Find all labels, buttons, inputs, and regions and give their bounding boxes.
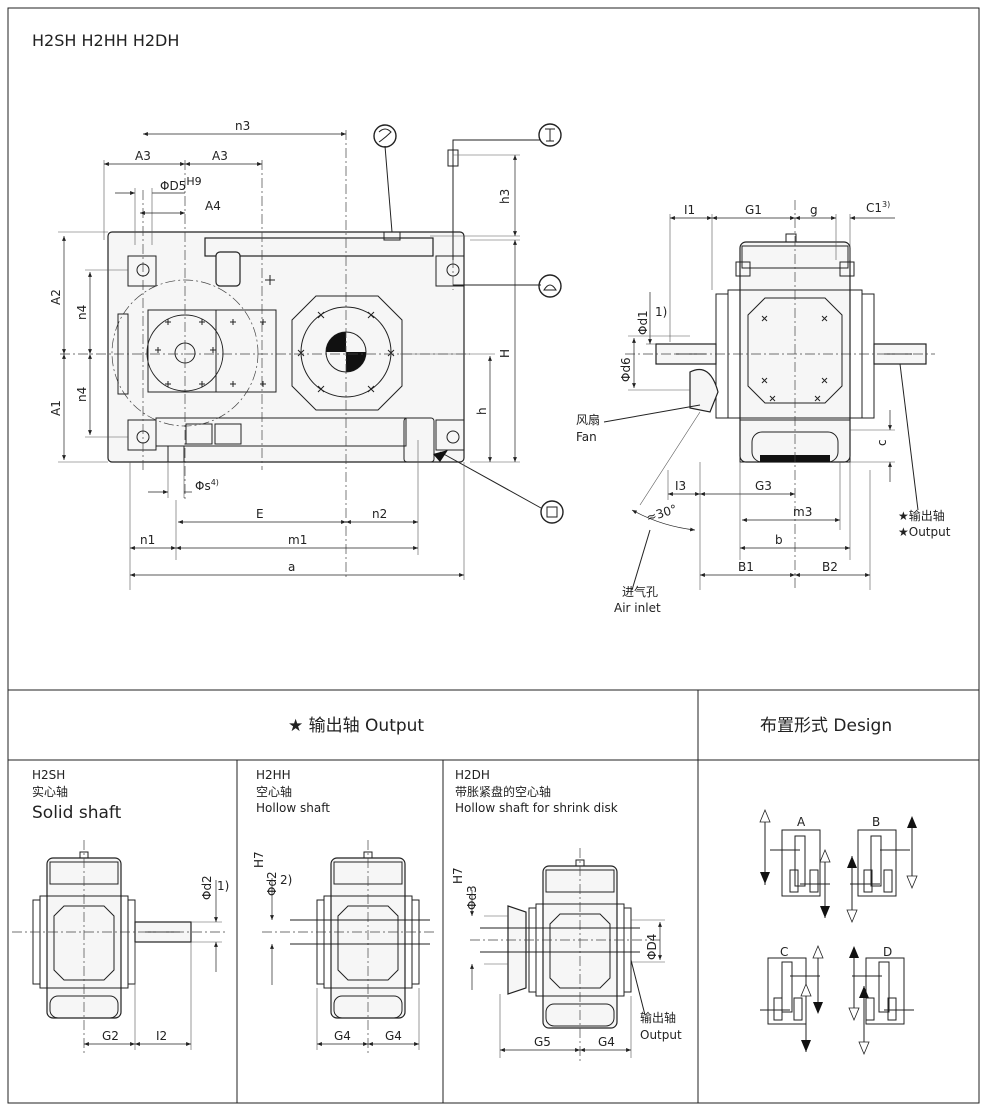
dim-n4-upper: n4: [75, 305, 89, 320]
dim-B2: B2: [822, 560, 838, 574]
dim-B1: B1: [738, 560, 754, 574]
dim-A3-left: A3: [135, 149, 151, 163]
design-c-label: C: [780, 945, 788, 959]
h2hh-d2-note: 2): [280, 873, 292, 887]
h2dh-d3: Φd3: [465, 885, 479, 910]
h2dh-en: Hollow shaft for shrink disk: [455, 801, 618, 815]
h2hh-G4-left: G4: [334, 1029, 351, 1043]
variant-h2hh: H2HH 空心轴 Hollow shaft H7 Φd2 2) G4 G4: [252, 768, 435, 1055]
dim-n2: n2: [372, 507, 387, 521]
air-inlet-label-cn: 进气孔: [622, 584, 658, 599]
output-label-cn: ★输出轴: [898, 508, 945, 523]
design-arrangements: A B: [759, 808, 918, 1056]
dim-h3: h3: [498, 189, 512, 204]
variant-h2sh: H2SH 实心轴 Solid shaft Φd2 1) G2 I2: [12, 768, 229, 1055]
h2dh-code: H2DH: [455, 768, 490, 782]
dim-d1-note: 1): [655, 305, 667, 319]
h2hh-G4-right: G4: [385, 1029, 402, 1043]
breather-icon: [373, 124, 397, 148]
design-a-label: A: [797, 815, 806, 829]
h2sh-code: H2SH: [32, 768, 65, 782]
h2sh-cn: 实心轴: [32, 784, 68, 799]
dim-E: E: [256, 507, 264, 521]
design-a: A: [759, 808, 831, 918]
output-label-en: ★Output: [898, 525, 951, 539]
h2hh-d2: Φd2: [265, 871, 279, 896]
design-b-label: B: [872, 815, 880, 829]
front-housing: [107, 231, 465, 463]
dim-m1: m1: [288, 533, 307, 547]
dim-h: h: [475, 407, 489, 415]
dim-I3: I3: [675, 479, 686, 493]
h2sh-en: Solid shaft: [32, 803, 122, 823]
h2dh-G5: G5: [534, 1035, 551, 1049]
dim-C1: C13): [866, 200, 890, 215]
output-header: ★ 输出轴 Output: [288, 716, 424, 736]
h2dh-G4: G4: [598, 1035, 615, 1049]
h2dh-D4: ΦD4: [645, 934, 659, 960]
design-b: B: [846, 815, 918, 924]
outer-frame: [7, 7, 980, 1104]
h2sh-G2: G2: [102, 1029, 119, 1043]
oil-level-icon: [538, 123, 562, 147]
dim-d1: Φd1: [636, 310, 650, 335]
dim-A1: A1: [49, 400, 63, 416]
dim-A3-right: A3: [212, 149, 228, 163]
h2dh-cn: 带胀紧盘的空心轴: [455, 784, 551, 799]
dim-c: c: [875, 439, 889, 446]
dim-n4-lower: n4: [75, 387, 89, 402]
dim-d6: Φd6: [619, 357, 633, 382]
h2dh-output-cn: 输出轴: [640, 1010, 676, 1025]
air-inlet-label-en: Air inlet: [614, 601, 661, 615]
dim-a: a: [288, 560, 295, 574]
front-view: [60, 130, 542, 580]
side-dimensions: I1 G1 g C13) Φd1 1) Φd6 风扇 Fan I3 G3 c: [576, 200, 951, 615]
h2dh-H7: H7: [451, 867, 465, 884]
h2dh-output-en: Output: [640, 1028, 682, 1042]
h2hh-code: H2HH: [256, 768, 291, 782]
h2sh-I2: I2: [156, 1029, 167, 1043]
fan-label-en: Fan: [576, 430, 597, 444]
dim-n1: n1: [140, 533, 155, 547]
design-header: 布置形式 Design: [760, 716, 892, 736]
design-d: D: [848, 945, 914, 1056]
design-c: C: [760, 944, 824, 1052]
dim-b: b: [775, 533, 783, 547]
dim-H: H: [498, 349, 512, 358]
h2sh-d2-note: 1): [217, 879, 229, 893]
h2hh-cn: 空心轴: [256, 784, 292, 799]
dim-G1: G1: [745, 203, 762, 217]
oil-drain-icon: [540, 500, 564, 524]
side-view: [603, 200, 935, 591]
fan-label-cn: 风扇: [576, 412, 600, 427]
page-title: H2SH H2HH H2DH: [32, 31, 179, 50]
design-d-label: D: [883, 945, 892, 959]
h2hh-H7: H7: [252, 851, 266, 868]
front-dimensions: n3 A3 A3 ΦD5H9 A4 h3 A2 A1 n4 n4 H: [49, 119, 520, 590]
dim-m3: m3: [793, 505, 812, 519]
dim-D5: ΦD5H9: [160, 175, 202, 193]
dim-g: g: [810, 203, 818, 217]
dim-n3: n3: [235, 119, 250, 133]
oil-fill-icon: [538, 274, 562, 298]
dim-A4: A4: [205, 199, 221, 213]
dim-G3: G3: [755, 479, 772, 493]
dim-s: Φs4): [195, 478, 219, 493]
dim-A2: A2: [49, 289, 63, 305]
h2hh-en: Hollow shaft: [256, 801, 330, 815]
h2sh-d2: Φd2: [200, 875, 214, 900]
dim-I1: I1: [684, 203, 695, 217]
dim-angle: ≈30°: [645, 502, 679, 525]
variant-h2dh: H2DH 带胀紧盘的空心轴 Hollow shaft for shrink di…: [451, 768, 682, 1062]
